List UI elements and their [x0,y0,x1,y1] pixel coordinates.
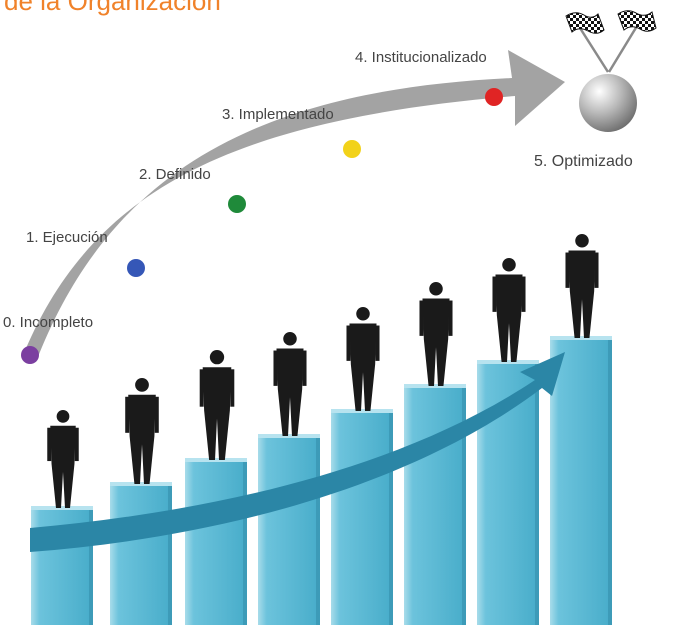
bar-top-7 [550,336,612,340]
bars-group [31,336,612,625]
stage-dot-4 [485,88,503,106]
businessman-silhouette-icon [199,350,235,460]
stage-label-0: 0. Incompleto [3,314,94,331]
bar-5 [404,384,462,625]
businessman-silhouette-icon [419,282,453,386]
bar-2 [185,458,243,625]
stage-dot-1 [127,259,145,277]
checkered-flags-icon [565,10,657,73]
bar-4 [331,409,389,625]
sphere-icon [579,74,637,132]
businessman-silhouette-icon [346,307,380,411]
businessman-silhouette-icon [565,234,599,338]
bar-top-0 [31,506,93,510]
bar-3 [258,434,316,625]
final-stage-label: 5. Optimizado [534,153,633,170]
bar-top-6 [477,360,539,364]
bar-top-2 [185,458,247,462]
bar-top-1 [110,482,172,486]
businessman-silhouette-icon [492,258,526,362]
stage-label-1: 1. Ejecución [26,229,108,246]
bar-1 [110,482,168,625]
stage-dot-2 [228,195,246,213]
stage-dot-3 [343,140,361,158]
businessman-silhouette-icon [273,332,307,436]
stage-dots [21,88,503,364]
stage-label-4: 4. Institucionalizado [355,49,487,66]
businessman-silhouette-icon [125,378,159,484]
bar-7 [550,336,608,625]
bar-top-3 [258,434,320,438]
page-title: de la Organización [4,0,221,16]
bar-top-5 [404,384,466,388]
businessman-silhouette-icon [47,410,79,508]
bar-top-4 [331,409,393,413]
growth-arrow [30,352,565,552]
people-group [47,234,599,508]
stage-label-2: 2. Definido [139,166,211,183]
progress-arrow [22,50,565,362]
stage-label-3: 3. Implementado [222,106,334,123]
stage-dot-0 [21,346,39,364]
